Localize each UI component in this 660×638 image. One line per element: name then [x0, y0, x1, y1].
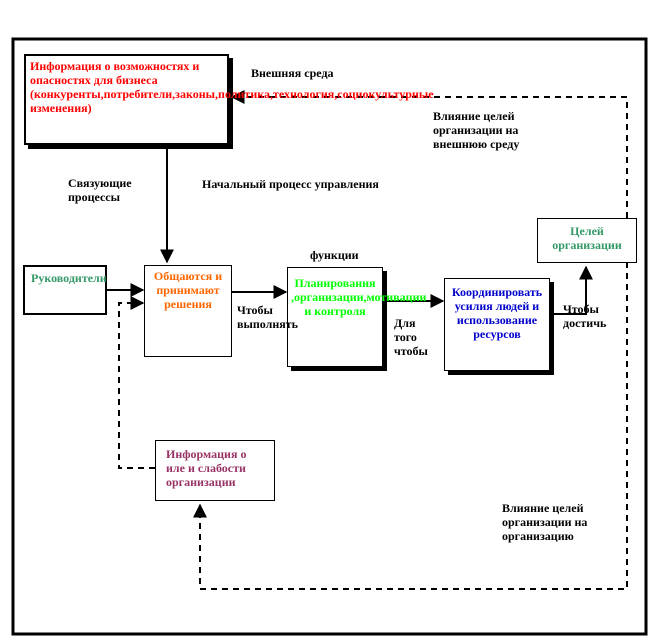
label-influence-external: Влияние целей организации на внешнюю сре… — [433, 109, 520, 151]
node-goals-text: Целей организации — [552, 224, 622, 252]
outer-frame — [11, 37, 648, 636]
label-initial-process: Начальный процесс управления — [202, 177, 379, 191]
dashed-internal-to-communicate — [118, 296, 155, 469]
label-linking: Связующие процессы — [68, 176, 132, 204]
node-coordinate-text: Координировать усилия людей и использова… — [451, 285, 543, 341]
node-info-environment: Информация о возможностях и опасностях д… — [24, 54, 434, 145]
label-functions: функции — [310, 248, 359, 262]
node-info-internal: Информация о иле и слабости организации — [155, 440, 275, 501]
label-influence-org: Влияние целей организации на организацию — [502, 501, 588, 543]
node-functions-text: Планирования ,организации,мотивации и ко… — [291, 276, 427, 318]
node-info-internal-text: Информация о иле и слабости организации — [166, 447, 247, 489]
label-in-order: Для того чтобы — [394, 316, 428, 358]
node-leaders: Руководители — [23, 265, 107, 315]
node-goals: Целей организации — [537, 218, 637, 263]
node-coordinate: Координировать усилия людей и использова… — [444, 278, 550, 371]
dashed-goals-to-external — [230, 90, 628, 218]
label-external-env: Внешняя среда — [251, 66, 334, 80]
label-to-achieve: Чтобы достичь — [563, 302, 607, 330]
node-functions: Планирования ,организации,мотивации и ко… — [287, 267, 426, 367]
node-communicate-text: Общаются и принимают решения — [153, 269, 223, 311]
arrow-coordinate-to-goals — [550, 265, 593, 315]
node-leaders-text: Руководители — [31, 271, 107, 285]
label-to-perform: Чтобы выполнять — [237, 303, 298, 331]
node-info-environment-text: Информация о возможностях и опасностях д… — [30, 59, 434, 115]
node-communicate: Общаются и принимают решения — [144, 265, 232, 357]
dashed-goals-to-internal — [193, 262, 628, 590]
